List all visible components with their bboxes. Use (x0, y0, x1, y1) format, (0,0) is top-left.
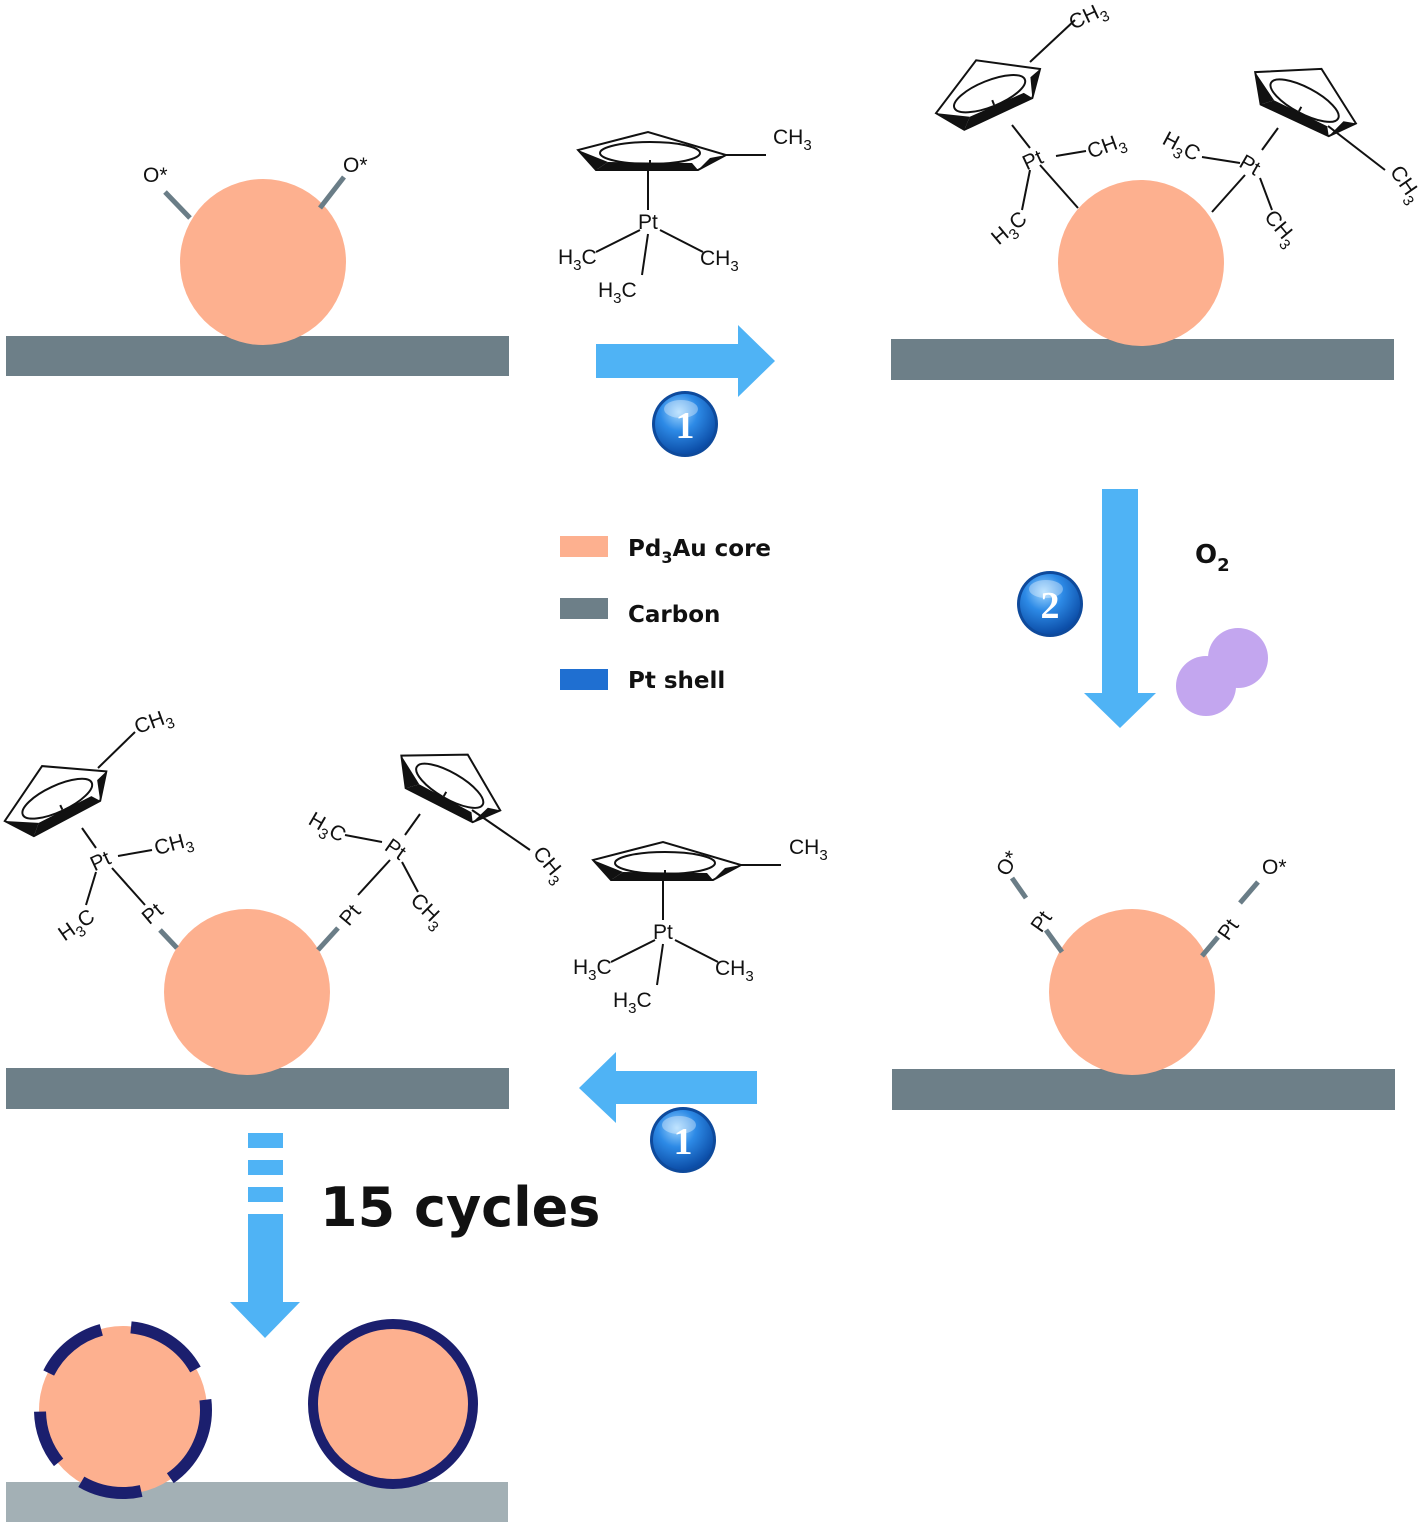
panel-second-layer: Pt Pt CH3 CH3 H3C Pt Pt H3C CH3 CH3 (0, 704, 570, 1109)
svg-text:Pd3Au core: Pd3Au core (628, 536, 771, 567)
svg-text:H3C: H3C (54, 905, 102, 950)
legend-swatch-shell (560, 669, 608, 690)
pd3au-core (1049, 909, 1215, 1075)
carbon-support (6, 1068, 509, 1109)
cycles-label: 15 cycles (320, 1176, 600, 1239)
svg-text:Pt: Pt (380, 834, 410, 864)
arrow-down-icon (1084, 489, 1156, 728)
svg-text:Pt: Pt (638, 211, 658, 234)
svg-text:CH3: CH3 (1084, 129, 1130, 169)
svg-text:CH3: CH3 (773, 126, 812, 154)
svg-text:CH3: CH3 (152, 828, 197, 865)
panel-initial-oxidized-core: O* O* (6, 154, 509, 376)
o-star-label: O* (343, 154, 368, 177)
o2-label: O2 (1195, 540, 1230, 576)
svg-text:Pt: Pt (1235, 150, 1264, 180)
arrow-right-icon (596, 325, 775, 397)
step-badge-1: 1 (652, 391, 718, 457)
svg-text:H3C: H3C (1156, 127, 1203, 170)
svg-text:O*: O* (1262, 856, 1287, 879)
svg-text:Pt: Pt (1019, 146, 1047, 175)
svg-text:Pt: Pt (653, 921, 673, 944)
svg-text:H3C: H3C (558, 246, 597, 274)
svg-text:CH3: CH3 (1256, 206, 1302, 254)
svg-text:H3C: H3C (573, 956, 612, 984)
oxygen-molecule-icon (1176, 628, 1268, 716)
svg-text:1: 1 (674, 1121, 693, 1163)
o-star-label: O* (143, 164, 168, 187)
panel-core-shell-result (6, 1319, 508, 1522)
svg-text:H3C: H3C (987, 207, 1035, 253)
svg-text:Pt: Pt (335, 900, 365, 930)
precursor-molecule: Pt CH3 H3C CH3 H3C (558, 126, 812, 307)
svg-text:CH3: CH3 (1381, 161, 1418, 209)
legend: Pd3Au core Carbon Pt shell (560, 536, 771, 694)
panel-precursor-adsorbed: Pt CH3 CH3 H3C Pt H3C CH3 CH3 (891, 0, 1418, 380)
svg-text:Pt: Pt (1027, 907, 1057, 937)
pd3au-core (180, 179, 346, 345)
svg-text:Carbon: Carbon (628, 602, 720, 628)
svg-text:H3C: H3C (613, 989, 652, 1017)
carbon-support (892, 1069, 1395, 1110)
svg-text:CH3: CH3 (131, 704, 177, 744)
pd3au-core (1058, 180, 1224, 346)
arrow-left-icon (579, 1052, 757, 1123)
svg-text:Pt: Pt (87, 847, 115, 876)
step-badge-2: 2 (1017, 571, 1083, 637)
legend-swatch-carbon (560, 598, 608, 619)
step-badge-1: 1 (650, 1107, 716, 1173)
svg-text:CH3: CH3 (402, 889, 449, 936)
svg-text:CH3: CH3 (1065, 0, 1112, 39)
svg-text:Pt shell: Pt shell (628, 668, 725, 694)
svg-text:O*: O* (992, 847, 1024, 880)
svg-text:1: 1 (676, 405, 695, 447)
svg-text:CH3: CH3 (715, 957, 754, 985)
svg-text:CH3: CH3 (789, 836, 828, 864)
svg-text:H3C: H3C (302, 808, 350, 852)
svg-text:H3C: H3C (598, 279, 637, 307)
svg-text:CH3: CH3 (524, 842, 570, 890)
panel-oxidized-pt: Pt Pt O* O* (892, 847, 1395, 1110)
pd3au-core (39, 1326, 207, 1494)
pd3au-core (313, 1324, 473, 1484)
complete-pt-shell (308, 1319, 478, 1489)
partial-pt-shell (34, 1321, 212, 1499)
pd3au-core (164, 909, 330, 1075)
svg-text:2: 2 (1041, 585, 1060, 627)
svg-text:CH3: CH3 (700, 247, 739, 275)
legend-swatch-core (560, 536, 608, 557)
precursor-molecule: Pt CH3 H3C CH3 H3C (573, 836, 828, 1017)
dashed-arrow-down-icon (230, 1133, 300, 1338)
